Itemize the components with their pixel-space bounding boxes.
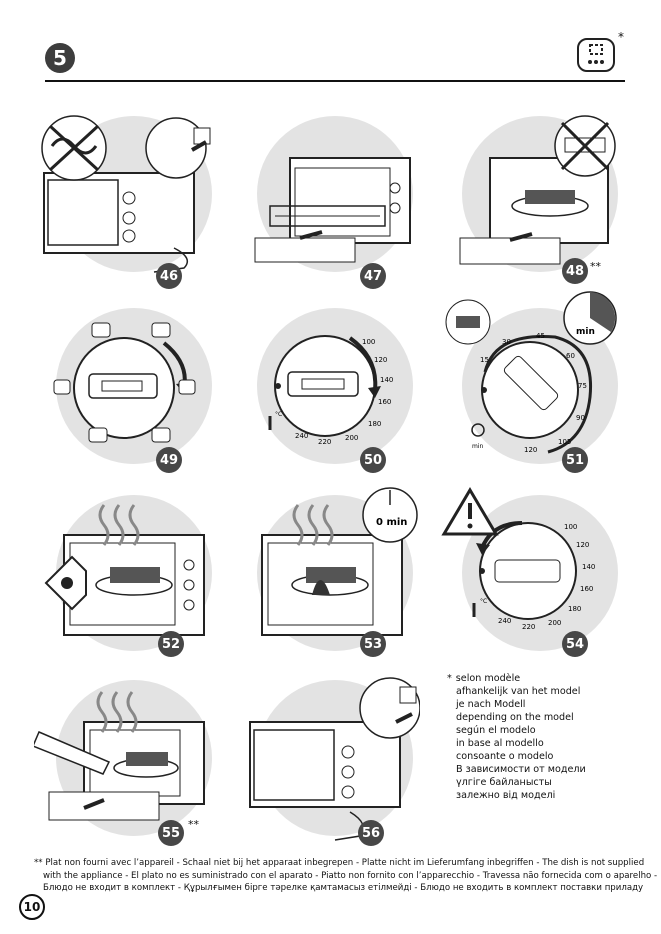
temp-label: 240 <box>498 617 511 625</box>
temp-label: 140 <box>380 376 393 384</box>
legend-marker: * <box>447 673 452 684</box>
illustration-preheating-view <box>44 495 212 651</box>
panel-49: 49 <box>34 298 214 478</box>
timer-label: 45 <box>536 332 545 340</box>
legend-line: afhankelijk van het model <box>456 686 581 697</box>
panel-47: 47 <box>240 108 420 289</box>
illustration-insert-dish <box>459 115 618 272</box>
temp-label: 220 <box>522 623 535 631</box>
timer-label: 75 <box>578 382 587 390</box>
panel-56: 56 <box>240 672 420 852</box>
illustration-timer-selector: min 15 30 45 60 75 90 105 120 min <box>445 291 618 464</box>
timer-label: 120 <box>524 446 537 454</box>
timer-label: 60 <box>566 352 575 360</box>
panel-number-52: 52 <box>158 631 184 657</box>
temp-label: 180 <box>368 420 381 428</box>
temp-label: 100 <box>564 523 577 531</box>
legend-line: in base al modello <box>456 738 544 749</box>
panel-55: 55 ** <box>34 672 214 852</box>
footnote-line: ** Plat non fourni avec l’appareil - Sch… <box>34 858 645 868</box>
panel-51: min 15 30 45 60 75 90 105 120 min 51 <box>440 290 620 473</box>
model-legend: *selon modèle afhankelijk van het model … <box>447 672 586 802</box>
illustration-warning-reset-dial: 100 120 140 160 180 200 220 240 °C <box>441 487 618 651</box>
page-number: 10 <box>19 894 45 920</box>
panel-48: 48 ** <box>440 108 620 288</box>
illustration-mode-selector <box>53 308 212 464</box>
temp-label: 200 <box>548 619 561 627</box>
panel-number-48: 48 <box>562 258 588 284</box>
panel-number-51: 51 <box>562 447 588 473</box>
step-number-badge: 5 <box>45 43 75 73</box>
illustration-unplugged-oven <box>41 115 212 273</box>
legend-line: según el modelo <box>456 725 536 736</box>
panel-number-50: 50 <box>360 447 386 473</box>
timer-label: 15 <box>480 356 489 364</box>
temp-label: 240 <box>295 432 308 440</box>
timer-unit-label: min <box>472 443 484 450</box>
panel-number-49: 49 <box>156 447 182 473</box>
end-timer-label: 0 min <box>376 517 407 528</box>
timer-label: 30 <box>502 338 511 346</box>
legend-line: consoante o modelo <box>456 751 554 762</box>
header-rule <box>45 80 625 82</box>
temp-label: 220 <box>318 438 331 446</box>
legend-line: depending on the model <box>456 712 574 723</box>
footnote-line: Блюдо не входит в комплект - Құрылғымен … <box>43 883 644 893</box>
illustration-insert-rack <box>254 116 413 272</box>
asterisk-mark: * <box>618 30 624 44</box>
panel-number-55: 55 <box>158 820 184 846</box>
timer-label: 105 <box>558 438 571 446</box>
timer-badge-label: min <box>576 327 595 337</box>
panel-53: 0 min 53 <box>240 485 420 665</box>
temp-label: 180 <box>568 605 581 613</box>
temp-label: 100 <box>362 338 375 346</box>
panel-number-54: 54 <box>562 631 588 657</box>
degree-symbol: °C <box>275 411 282 418</box>
illustration-unplug <box>249 677 420 841</box>
not-supplied-note: ** <box>590 260 601 273</box>
panel-52: 52 <box>34 485 214 665</box>
panel-46: 46 <box>34 108 214 289</box>
illustration-temperature-selector: 100 120 140 160 180 200 220 240 °C <box>257 308 413 464</box>
panel-number-56: 56 <box>358 820 384 846</box>
temp-label: 120 <box>374 356 387 364</box>
temp-label: 140 <box>582 563 595 571</box>
panel-50: 100 120 140 160 180 200 220 240 °C 50 <box>240 298 420 478</box>
panel-number-47: 47 <box>360 263 386 289</box>
not-supplied-note: ** <box>188 818 199 831</box>
legend-line: je nach Modell <box>456 699 526 710</box>
footnote-line: with the appliance - El plato no es sumi… <box>43 870 658 881</box>
temp-label: 200 <box>345 434 358 442</box>
degree-symbol: °C <box>480 598 487 605</box>
timer-label: 90 <box>576 414 585 422</box>
temp-label: 160 <box>580 585 593 593</box>
legend-line: үлгіге байланысты <box>456 777 552 788</box>
illustration-cooking-end: 0 min <box>257 487 418 651</box>
panel-number-46: 46 <box>156 263 182 289</box>
dish-not-supplied-footnote: ** Plat non fourni avec l’appareil - Sch… <box>34 857 658 895</box>
legend-line: В зависимости от модели <box>456 764 586 775</box>
temp-label: 160 <box>378 398 391 406</box>
legend-line: залежно від моделі <box>456 790 556 801</box>
cooking-mode-icon <box>577 38 615 72</box>
temp-label: 120 <box>576 541 589 549</box>
illustration-remove-dish <box>34 680 212 836</box>
legend-line: selon modèle <box>455 673 521 684</box>
panel-54: 100 120 140 160 180 200 220 240 °C 54 <box>440 485 620 665</box>
panel-number-53: 53 <box>360 631 386 657</box>
